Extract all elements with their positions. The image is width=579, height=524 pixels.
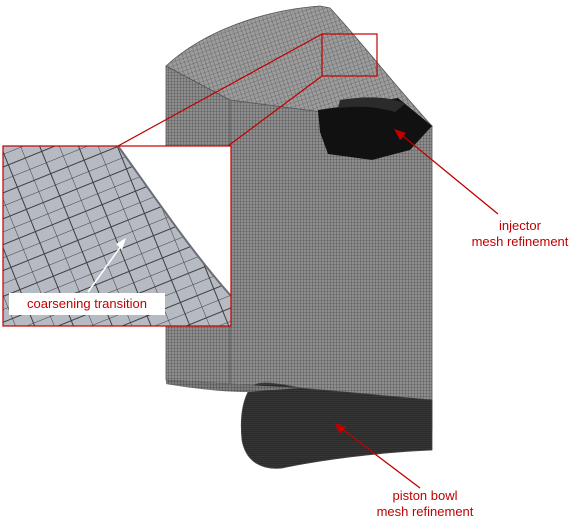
zoom-connector-bottom [227, 75, 323, 147]
zoom-source-box [321, 33, 378, 77]
injector-label: injector mesh refinement [455, 218, 579, 250]
injector-arrow [394, 129, 499, 215]
piston-bowl-arrow [334, 423, 421, 489]
zoom-connector-top [117, 33, 323, 147]
injector-label-line1: injector [499, 218, 541, 233]
injector-label-line2: mesh refinement [471, 234, 569, 249]
coarsening-transition-label: coarsening transition [9, 293, 165, 315]
coarsening-arrow [87, 238, 126, 293]
piston-bowl-label-line1: piston bowl [392, 488, 458, 503]
piston-bowl-label: piston bowl mesh refinement [355, 488, 495, 520]
piston-bowl-label-line2: mesh refinement [376, 504, 474, 519]
